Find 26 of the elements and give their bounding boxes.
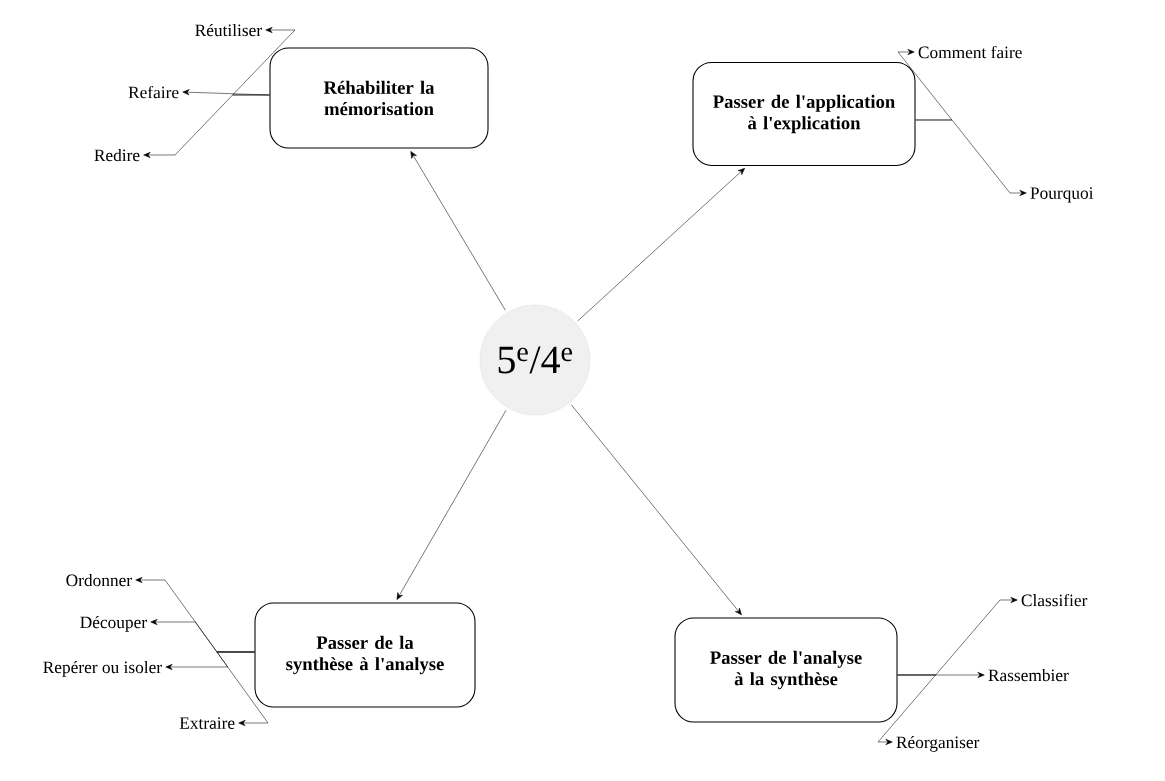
branch-label: Réorganiser <box>896 736 980 752</box>
rounded-box: Passer de l'analyse à la synthèse <box>674 617 898 723</box>
rounded-box: Passer de l'application à l'explication <box>692 62 916 166</box>
arrow <box>571 404 742 616</box>
branch-label: Extraire <box>179 717 235 729</box>
branch-label: Redire <box>94 149 140 162</box>
branch-label: Réutiliser <box>195 24 262 37</box>
branch-arrow <box>143 94 270 158</box>
branch-label: Repérer ou isoler <box>43 661 162 677</box>
branch-label: Pourquoi <box>1030 187 1094 203</box>
branch-label: Rassembier <box>988 669 1069 682</box>
branch-label: Ordonner <box>66 574 132 587</box>
branch-arrow <box>877 674 936 745</box>
branch-label: Classifier <box>1021 593 1088 607</box>
branch-arrow <box>232 27 296 96</box>
arrow <box>410 151 506 311</box>
arrow <box>396 409 507 600</box>
branch-label: Refaire <box>128 85 179 99</box>
rounded-box: Réhabiliter la mémorisation <box>269 47 489 149</box>
branch-arrow <box>915 119 1027 196</box>
branch-label: Comment faire <box>918 45 1022 59</box>
branch-arrow <box>897 49 953 121</box>
arrow <box>577 168 745 322</box>
branch-label: Découper <box>80 616 147 632</box>
rounded-box: Passer de la synthèse à l'analyse <box>254 602 476 708</box>
branch-arrow <box>216 651 269 726</box>
